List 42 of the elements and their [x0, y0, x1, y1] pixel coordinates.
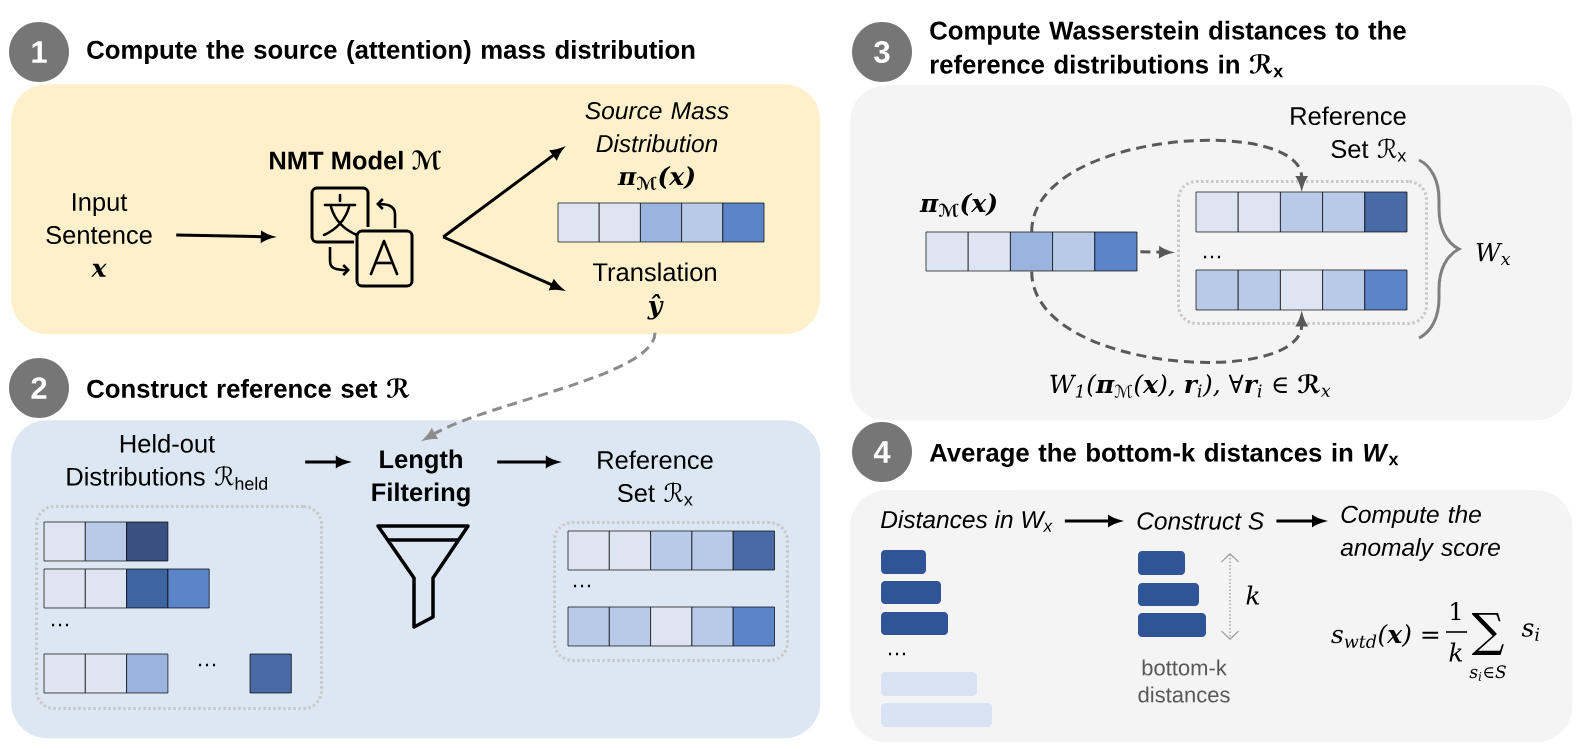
model-label: NMT Model ℳ	[270, 150, 441, 170]
ellipsis: …	[199, 663, 216, 667]
formula: k	[1449, 642, 1463, 662]
step-label: Distances in W$_{x}$	[880, 510, 1053, 532]
caption: bottom-k distances	[1138, 659, 1230, 703]
step-heading: Construct reference set ℛ	[87, 377, 410, 399]
distribution-bar	[1195, 269, 1408, 311]
formula: s$_{wtd}$(x) =	[1331, 624, 1439, 648]
dimension-label: k	[1246, 585, 1260, 605]
dashed-arrow	[424, 332, 657, 440]
ellipsis: …	[52, 623, 69, 627]
step-heading: Average the bottom-k distances in W$_{x}$	[929, 442, 1399, 468]
arrow	[442, 147, 563, 239]
arrow	[442, 235, 563, 291]
math-label: W$_{x}$	[1476, 243, 1511, 265]
group-heading: Reference Set ℛ$_{x}$	[598, 450, 713, 506]
group-heading: Held-out Distributions ℛ$_{held}$	[67, 434, 268, 490]
step-heading: Compute the source (attention) mass distribution	[87, 40, 695, 64]
step-number-badge: 4	[852, 422, 912, 482]
formula: s$_{i}$∈S	[1469, 665, 1506, 681]
step-label: Construct S	[1137, 512, 1264, 530]
ellipsis: …	[1204, 255, 1221, 259]
step-label: Compute the anomaly score	[1340, 505, 1500, 561]
output-label: Source Mass Distribution π$_{ℳ}$(x)	[585, 102, 729, 190]
step-number-badge: 3	[852, 22, 912, 82]
distribution-bar	[1195, 191, 1408, 233]
dashed-arrow	[1030, 271, 1307, 364]
ellipsis: …	[574, 584, 591, 588]
step-number-badge: 2	[9, 358, 69, 418]
output-label: Translation ŷ	[593, 262, 716, 320]
formula: ∑	[1471, 613, 1504, 655]
formula: W$_{1}$(π$_{ℳ}$(x), r$_{i}$), ∀r$_{i}$ ∈ ℛ$_{x}$	[1050, 373, 1331, 399]
dashed-arrow	[1030, 138, 1307, 233]
ellipsis: …	[889, 652, 906, 656]
step-heading: Compute Wasserstein distances to the reference distributions in ℛ$_{x}$	[930, 20, 1406, 78]
group-heading: Reference Set ℛ$_{x}$	[1291, 106, 1407, 162]
step-label: Length Filtering	[372, 449, 470, 507]
formula: 1	[1451, 602, 1461, 620]
math-label: π$_{ℳ}$(x)	[919, 193, 996, 217]
step-number-badge: 1	[9, 22, 69, 82]
input-label: Input Sentence x	[46, 193, 152, 277]
formula: s$_{i}$	[1521, 623, 1540, 641]
